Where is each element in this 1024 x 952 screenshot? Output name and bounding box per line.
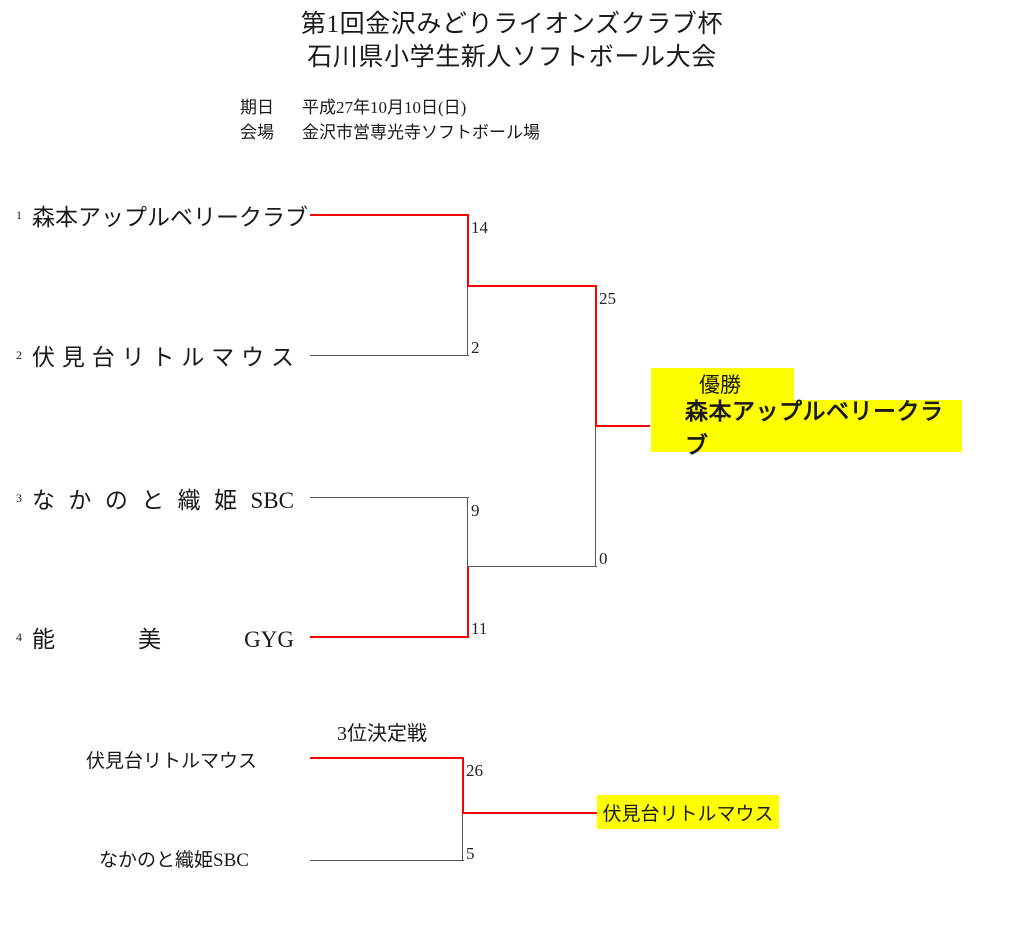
champion-label-box: 優勝 xyxy=(651,368,794,400)
semifinal1-bottom-line xyxy=(310,355,469,356)
title-line-1: 第1回金沢みどりライオンズクラブ杯 xyxy=(300,11,724,38)
bracket-team-2: 2 伏見台リトルマウス xyxy=(16,340,294,370)
champion-team-name: 森本アップルベリークラブ xyxy=(685,399,944,458)
semifinal1-bottom-score: 2 xyxy=(471,338,480,357)
event-venue-row: 会場 金沢市営専光寺ソフトボール場 xyxy=(240,121,540,146)
team-name-4: 能美GYG xyxy=(32,627,294,652)
seed-number-3: 3 xyxy=(16,490,22,505)
semifinal2-top-score: 9 xyxy=(471,501,480,520)
event-date-value: 平成27年10月10日(日) xyxy=(302,98,467,117)
final-bottom-score: 0 xyxy=(599,549,608,568)
third-place-top-connector xyxy=(462,757,464,813)
third-place-winner-connector xyxy=(462,812,597,814)
semifinal2-top-line xyxy=(310,497,469,498)
third-place-top-line xyxy=(310,757,464,759)
semifinal2-bottom-line xyxy=(310,636,469,638)
champion-label: 優勝 xyxy=(699,373,741,397)
bracket-team-3: 3 なかのと織姫SBC xyxy=(16,483,294,513)
semifinal2-bottom-connector xyxy=(467,566,469,638)
final-top-connector xyxy=(595,285,597,427)
final-top-score: 25 xyxy=(599,289,616,308)
semifinal1-top-connector xyxy=(467,214,469,286)
bracket-team-1: 1 森本アップルベリークラブ xyxy=(16,200,308,230)
seed-number-4: 4 xyxy=(16,629,22,644)
semifinal1-bottom-connector xyxy=(467,285,468,356)
semifinal2-bottom-score: 11 xyxy=(471,619,488,638)
bracket-team-4: 4 能美GYG xyxy=(16,622,294,652)
seed-number-1: 1 xyxy=(16,207,22,222)
event-venue-label: 会場 xyxy=(240,122,274,142)
event-date-row: 期日 平成27年10月10日(日) xyxy=(240,96,540,121)
team-name-1: 森本アップルベリークラブ xyxy=(32,205,308,230)
third-place-team-top: 伏見台リトルマウス xyxy=(86,750,258,772)
event-date-label: 期日 xyxy=(240,98,274,117)
final-bottom-connector xyxy=(595,425,596,567)
event-meta: 期日 平成27年10月10日(日) 会場 金沢市営専光寺ソフトボール場 xyxy=(240,96,540,145)
final-bottom-line xyxy=(467,566,597,567)
page-title: 第1回金沢みどりライオンズクラブ杯 石川県小学生新人ソフトボール大会 xyxy=(0,8,1024,74)
third-place-title: 3位決定戦 xyxy=(337,723,427,745)
third-place-winner-box: 伏見台リトルマウス xyxy=(597,795,779,829)
third-place-bottom-connector xyxy=(462,812,463,861)
final-top-line xyxy=(467,285,597,287)
semifinal1-top-line xyxy=(310,214,469,216)
third-place-bottom-line xyxy=(310,860,464,861)
champion-connector-line xyxy=(595,425,650,427)
third-place-top-score: 26 xyxy=(466,761,483,780)
third-place-bottom-score: 5 xyxy=(466,844,475,863)
title-line-2: 石川県小学生新人ソフトボール大会 xyxy=(307,44,717,71)
seed-number-2: 2 xyxy=(16,347,22,362)
semifinal1-top-score: 14 xyxy=(471,218,488,237)
event-venue-value: 金沢市営専光寺ソフトボール場 xyxy=(302,122,540,142)
semifinal2-top-connector xyxy=(467,497,468,567)
third-place-team-bottom: なかのと織姫SBC xyxy=(99,849,249,871)
third-place-winner-name: 伏見台リトルマウス xyxy=(602,803,774,825)
team-name-3: なかのと織姫SBC xyxy=(32,488,294,513)
champion-team-box: 森本アップルベリークラブ xyxy=(651,399,962,458)
team-name-2: 伏見台リトルマウス xyxy=(32,345,294,370)
